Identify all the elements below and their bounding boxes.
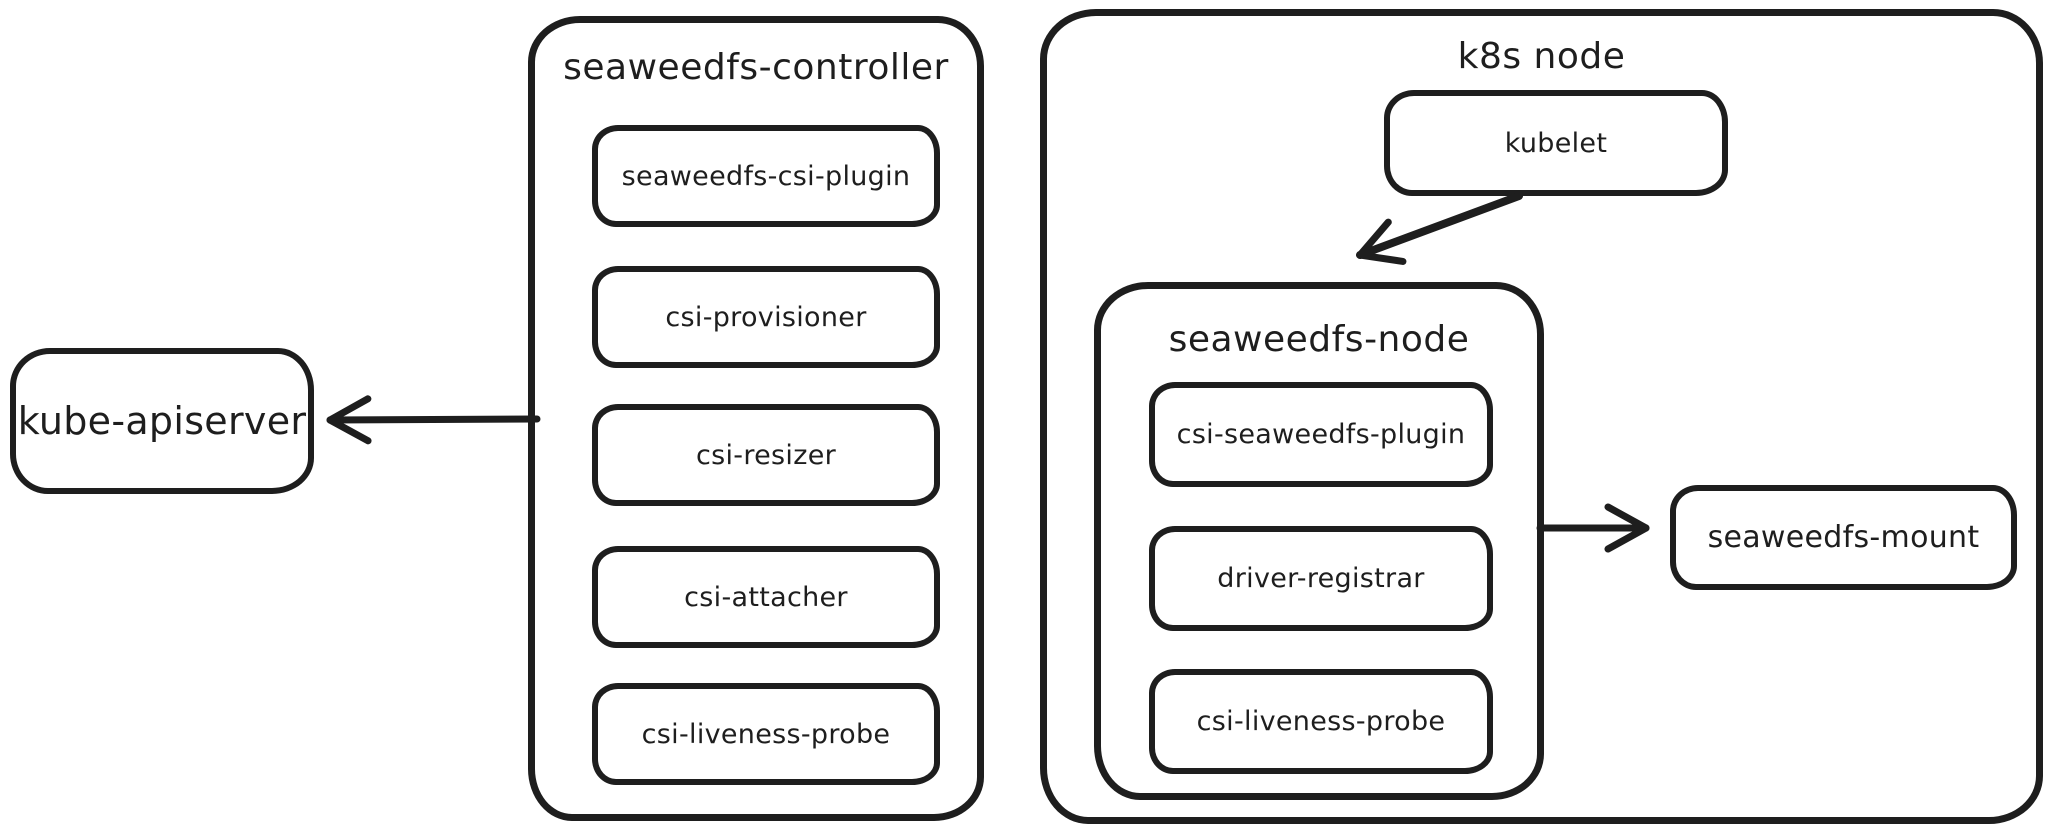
node-csi-liveness-probe-controller: csi-liveness-probe: [592, 683, 940, 785]
node-kubelet: kubelet: [1384, 90, 1728, 196]
arrow-controller-to-kube-apiserver: [326, 395, 541, 445]
container-seaweedfs-node: seaweedfs-node csi-seaweedfs-plugin driv…: [1094, 282, 1544, 800]
node-seaweedfs-csi-plugin: seaweedfs-csi-plugin: [592, 125, 940, 227]
node-csi-seaweedfs-plugin-label: csi-seaweedfs-plugin: [1176, 419, 1466, 450]
node-csi-resizer-label: csi-resizer: [695, 439, 837, 471]
node-driver-registrar: driver-registrar: [1149, 526, 1493, 631]
node-csi-attacher: csi-attacher: [592, 546, 940, 648]
node-csi-liveness-probe-controller-label: csi-liveness-probe: [641, 718, 891, 750]
node-csi-liveness-probe-node: csi-liveness-probe: [1149, 669, 1493, 774]
container-seaweedfs-controller: seaweedfs-controller seaweedfs-csi-plugi…: [528, 16, 984, 821]
node-csi-liveness-probe-node-label: csi-liveness-probe: [1196, 706, 1446, 737]
node-csi-resizer: csi-resizer: [592, 404, 940, 506]
container-k8s-node-title: k8s node: [1457, 36, 1626, 77]
node-kubelet-label: kubelet: [1504, 127, 1608, 159]
node-seaweedfs-mount: seaweedfs-mount: [1670, 485, 2017, 590]
node-seaweedfs-mount-label: seaweedfs-mount: [1707, 520, 1980, 555]
node-csi-attacher-label: csi-attacher: [684, 581, 848, 613]
node-csi-seaweedfs-plugin: csi-seaweedfs-plugin: [1149, 382, 1493, 487]
node-seaweedfs-csi-plugin-label: seaweedfs-csi-plugin: [621, 160, 911, 192]
node-kube-apiserver: kube-apiserver: [10, 348, 314, 494]
container-seaweedfs-node-title: seaweedfs-node: [1168, 319, 1470, 360]
node-csi-provisioner-label: csi-provisioner: [665, 301, 867, 333]
container-seaweedfs-controller-title: seaweedfs-controller: [563, 47, 949, 88]
node-kube-apiserver-label: kube-apiserver: [17, 399, 307, 443]
node-csi-provisioner: csi-provisioner: [592, 266, 940, 368]
container-k8s-node: k8s node kubelet seaweedfs-node csi-seaw…: [1040, 9, 2043, 824]
node-driver-registrar-label: driver-registrar: [1217, 563, 1425, 594]
